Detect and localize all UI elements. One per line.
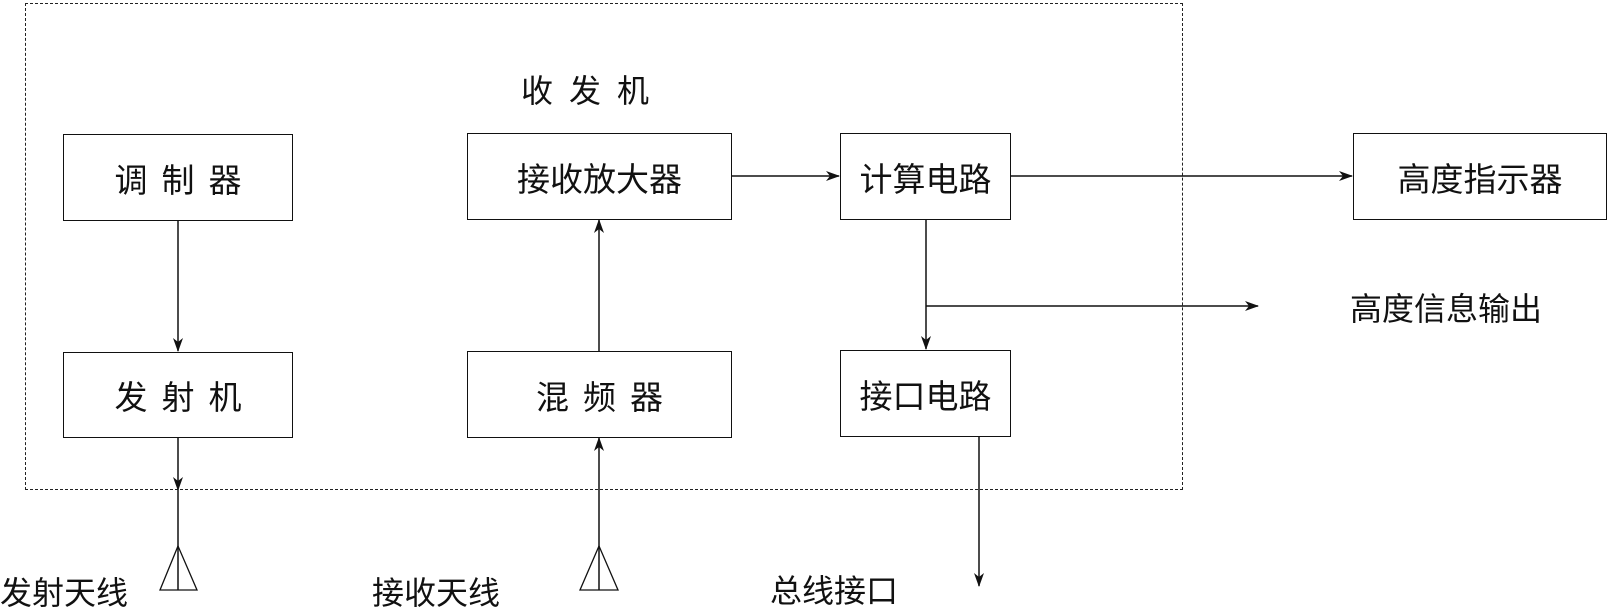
transceiver-boundary — [25, 3, 1183, 490]
label-bus-interface: 总线接口 — [770, 572, 899, 610]
block-altitude-indicator: 高度指示器 — [1353, 133, 1607, 220]
receive-antenna-icon — [579, 544, 619, 591]
block-interface-circuit: 接口电路 — [840, 350, 1011, 437]
block-compute-circuit: 计算电路 — [840, 133, 1011, 220]
block-mixer: 混频器 — [467, 351, 732, 438]
label-receive-antenna: 接收天线 — [372, 574, 501, 612]
block-modulator: 调制器 — [63, 134, 293, 221]
transceiver-group-label: 收发机 — [521, 72, 666, 110]
block-receive-amplifier: 接收放大器 — [467, 133, 732, 220]
label-altitude-output: 高度信息输出 — [1350, 290, 1543, 328]
label-transmit-antenna: 发射天线 — [0, 574, 129, 612]
block-transmitter: 发射机 — [63, 352, 293, 438]
transmit-antenna-icon — [159, 544, 198, 591]
